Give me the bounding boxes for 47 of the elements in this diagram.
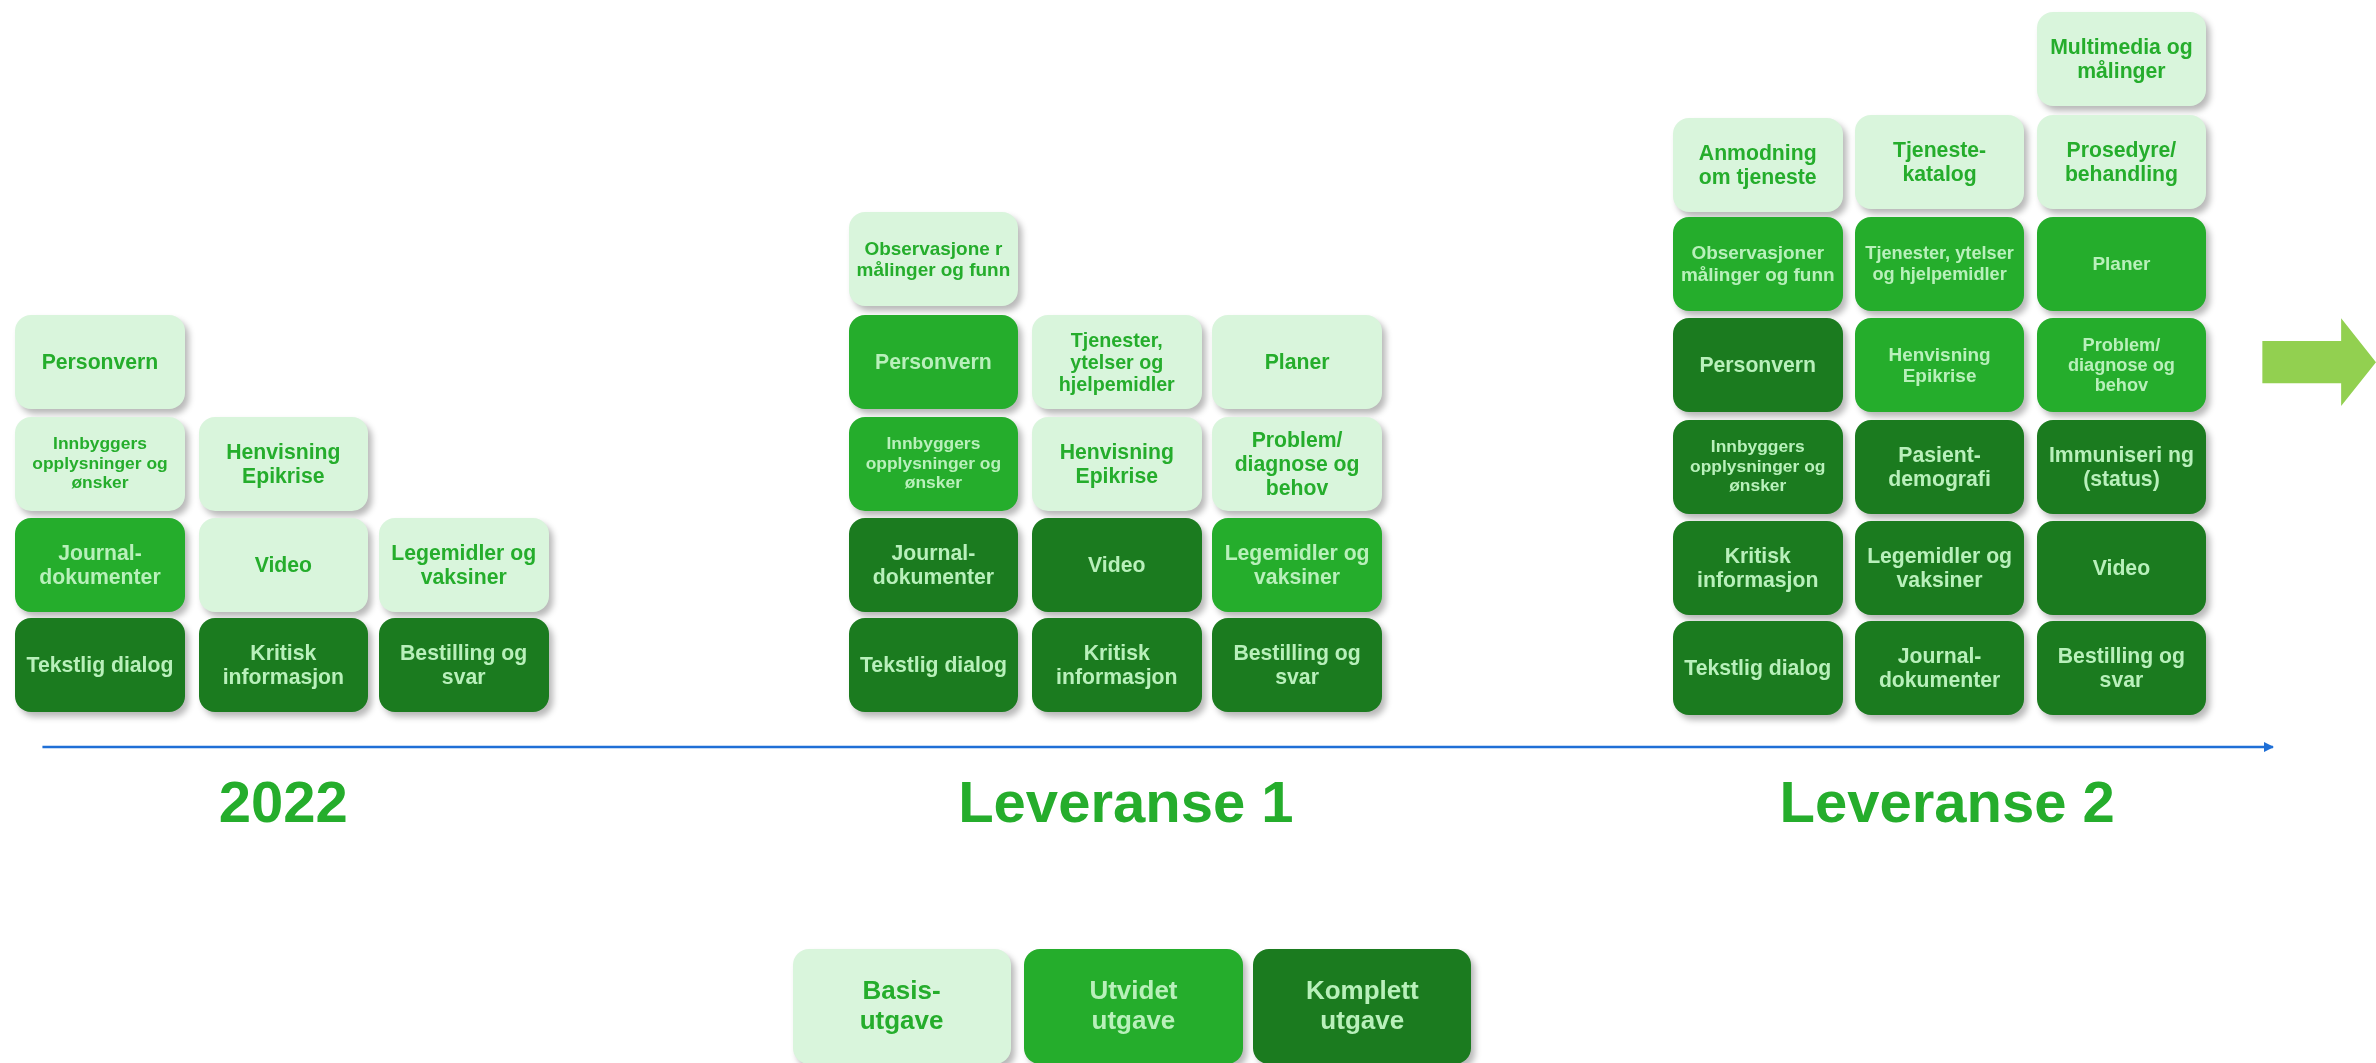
category-tile: Journal-dokumenter (15, 518, 185, 613)
category-tile: Planer (2036, 216, 2207, 311)
category-tile: Multimedia og målinger (2036, 12, 2207, 107)
category-tile: Kritisk informasjon (198, 618, 369, 713)
category-tile: Personvern (848, 315, 1019, 410)
category-tile: Tekstlig dialog (848, 618, 1019, 713)
category-tile: Journal-dokumenter (848, 518, 1019, 613)
category-tile: Bestilling og svar (1212, 618, 1382, 713)
category-tile: Legemidler og vaksiner (1212, 518, 1382, 613)
category-tile: Observasjone r målinger og funn (848, 212, 1019, 307)
category-tile: Immuniseri ng (status) (2036, 419, 2207, 514)
category-tile: Innbyggers opplysninger og ønsker (848, 416, 1019, 511)
category-tile: Problem/ diagnose og behov (1212, 416, 1382, 511)
category-tile: Video (1031, 518, 1202, 613)
category-tile: Kritisk informasjon (1031, 618, 1202, 713)
category-tile: Legemidler og vaksiner (378, 518, 549, 613)
category-tile: Innbyggers opplysninger og ønsker (15, 416, 185, 511)
category-tile: Personvern (15, 315, 185, 410)
category-tile: Henvisning Epikrise (1854, 318, 2025, 413)
category-tile: Planer (1212, 315, 1382, 410)
category-tile: Observasjoner målinger og funn (1672, 216, 1843, 311)
category-tile: Kritisk informasjon (1672, 521, 1843, 616)
category-tile: Legemidler og vaksiner (1854, 521, 2025, 616)
category-tile: Henvisning Epikrise (198, 416, 369, 511)
period-heading: Leveranse 1 (958, 768, 1294, 836)
category-tile: Video (2036, 521, 2207, 616)
category-tile: Video (198, 518, 369, 613)
category-tile: Tekstlig dialog (15, 618, 185, 713)
category-tile: Journal-dokumenter (1854, 621, 2025, 716)
legend-label: Komplett utgave (1304, 976, 1420, 1037)
category-tile: Tjeneste-katalog (1854, 115, 2025, 210)
category-tile: Prosedyre/ behandling (2036, 115, 2207, 210)
category-tile: Personvern (1672, 318, 1843, 413)
legend-label: Basis-utgave (858, 976, 945, 1037)
category-tile: Bestilling og svar (2036, 621, 2207, 716)
period-heading: Leveranse 2 (1779, 768, 2115, 836)
category-tile: Innbyggers opplysninger og ønsker (1672, 419, 1843, 514)
category-tile: Pasient-demografi (1854, 419, 2025, 514)
category-tile: Tjenester, ytelser og hjelpemidler (1854, 216, 2025, 311)
category-tile: Tekstlig dialog (1672, 621, 1843, 716)
category-tile: Bestilling og svar (378, 618, 549, 713)
category-tile: Tjenester, ytelser og hjelpemidler (1031, 315, 1202, 410)
category-tile: Henvisning Epikrise (1031, 416, 1202, 511)
period-heading: 2022 (218, 768, 348, 836)
legend-label: Utvidet utgave (1088, 976, 1179, 1037)
category-tile: Problem/ diagnose og behov (2036, 318, 2207, 413)
category-tile: Anmodning om tjeneste (1672, 118, 1843, 213)
